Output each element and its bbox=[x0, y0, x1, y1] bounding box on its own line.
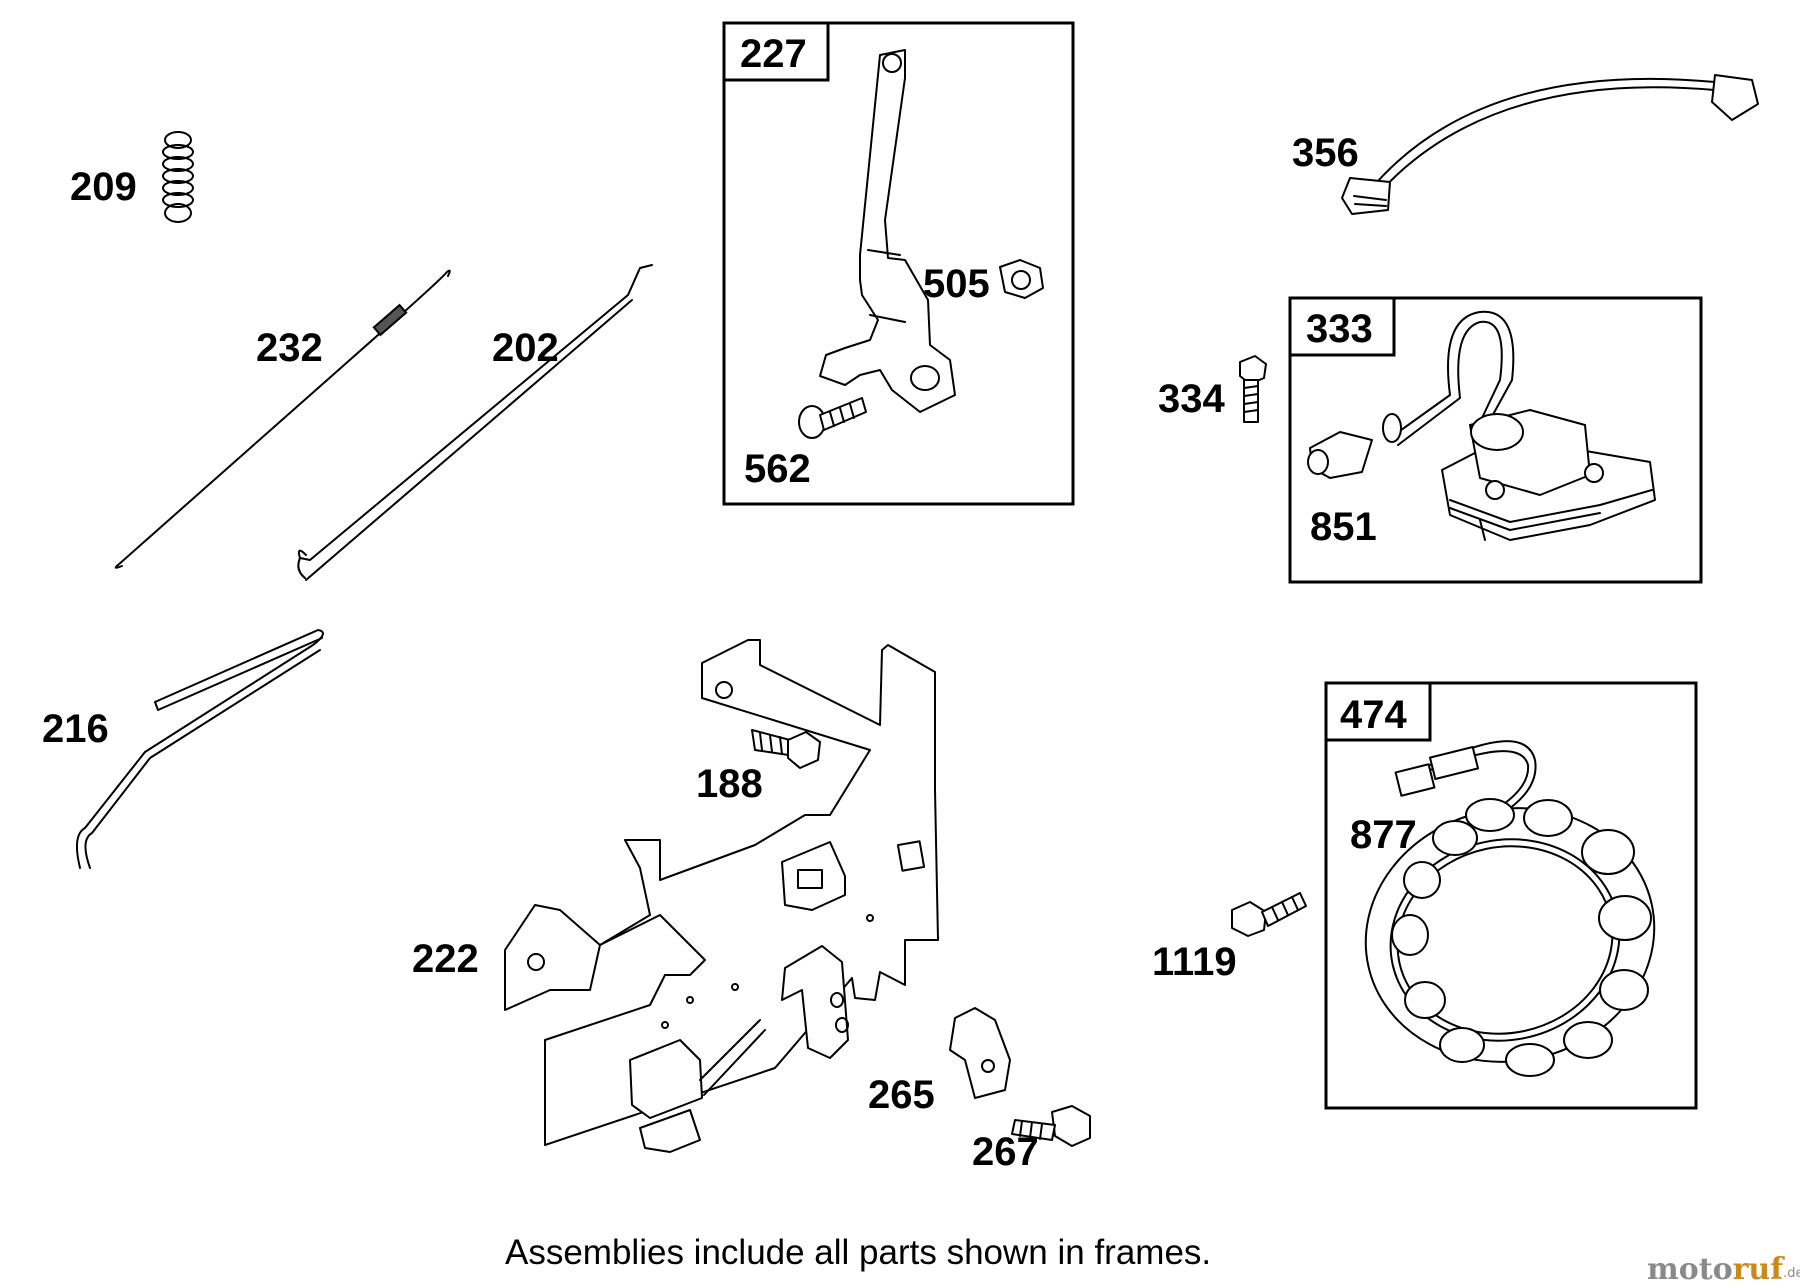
frame-label-227: 227 bbox=[740, 32, 807, 76]
control-bracket-222-drawing bbox=[504, 639, 939, 1153]
frame-474: 474 877 bbox=[1324, 681, 1698, 1110]
part-label-1119: 1119 bbox=[1152, 940, 1237, 984]
svg-text:motoruf.de: motoruf.de bbox=[1647, 1252, 1800, 1286]
part-label-877: 877 bbox=[1350, 813, 1417, 857]
part-label-202: 202 bbox=[492, 326, 559, 370]
bolt-1119-drawing bbox=[1231, 892, 1307, 937]
part-label-232: 232 bbox=[256, 326, 323, 370]
rod-202-drawing bbox=[297, 264, 653, 581]
spring-209-drawing bbox=[162, 131, 194, 223]
screw-188-drawing bbox=[751, 729, 821, 769]
watermark-logo: motoruf.de bbox=[1647, 1252, 1800, 1286]
part-label-334: 334 bbox=[1158, 377, 1225, 421]
frame-label-333: 333 bbox=[1306, 307, 1373, 351]
part-label-209: 209 bbox=[70, 165, 137, 209]
part-label-505: 505 bbox=[923, 262, 990, 306]
rod-232-drawing bbox=[114, 269, 451, 569]
part-label-216: 216 bbox=[42, 707, 109, 751]
stator-drawing bbox=[1364, 740, 1656, 1077]
clip-265-drawing bbox=[949, 1007, 1011, 1099]
governor-lever-drawing bbox=[798, 49, 1044, 439]
rod-216-drawing bbox=[75, 629, 324, 869]
caption: Assemblies include all parts shown in fr… bbox=[505, 1233, 1211, 1272]
part-label-222: 222 bbox=[412, 937, 479, 981]
part-label-851: 851 bbox=[1310, 505, 1377, 549]
bolt-334-drawing bbox=[1239, 355, 1267, 423]
wire-356-drawing bbox=[1341, 74, 1759, 215]
frame-label-474: 474 bbox=[1340, 693, 1407, 737]
frame-333: 333 851 bbox=[1288, 296, 1703, 584]
screw-267-drawing bbox=[1011, 1105, 1091, 1147]
part-label-356: 356 bbox=[1292, 131, 1359, 175]
frame-227: 227 505 562 bbox=[722, 21, 1075, 506]
ignition-armature-drawing bbox=[1307, 310, 1656, 541]
part-label-265: 265 bbox=[868, 1073, 935, 1117]
part-label-267: 267 bbox=[972, 1130, 1039, 1174]
part-label-188: 188 bbox=[696, 762, 763, 806]
part-label-562: 562 bbox=[744, 447, 811, 491]
